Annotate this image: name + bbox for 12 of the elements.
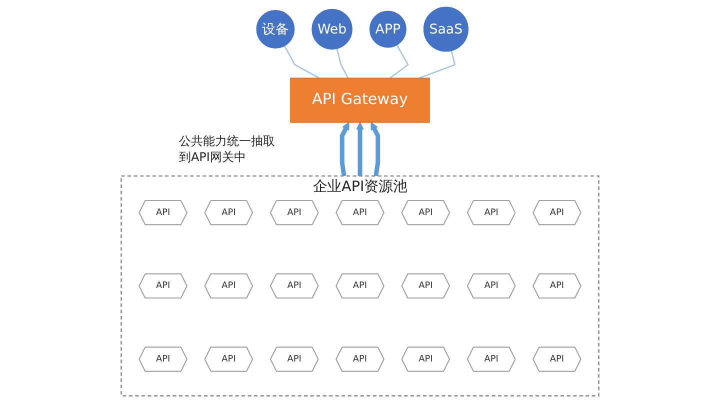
arrow bbox=[340, 122, 350, 176]
arrow bbox=[370, 122, 380, 176]
annotation: 公共能力统一抽取到API网关中 bbox=[178, 133, 276, 166]
node-box: API Gateway bbox=[290, 78, 430, 123]
connector bbox=[336, 48, 349, 78]
connector bbox=[284, 45, 320, 79]
connector bbox=[418, 50, 456, 79]
node-circle: SaaS bbox=[423, 6, 468, 52]
arrow bbox=[356, 122, 364, 176]
node-circle: Web bbox=[312, 8, 352, 50]
node-circle: 设备 bbox=[256, 10, 295, 48]
node-circle: APP bbox=[369, 10, 406, 48]
